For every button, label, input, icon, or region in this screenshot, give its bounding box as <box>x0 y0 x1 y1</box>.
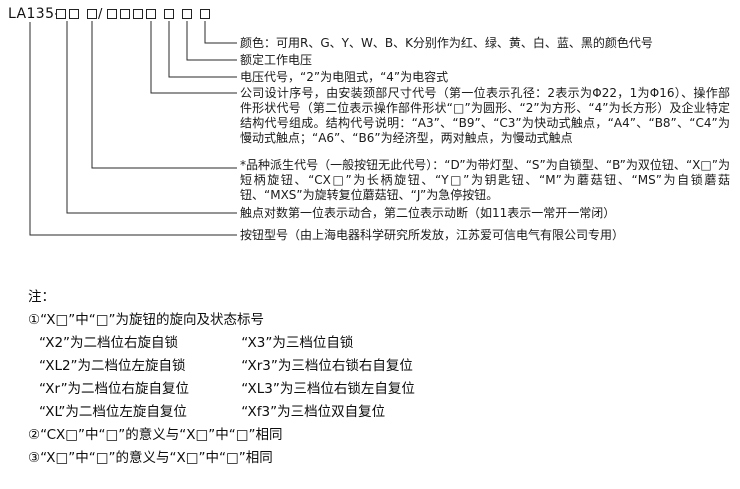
connector-voltage-code <box>168 21 237 78</box>
model-code: LA135- / <box>8 6 228 24</box>
notes-label: 注： <box>28 289 55 305</box>
code-box-design-1 <box>107 9 117 19</box>
code-box-design-2 <box>120 9 130 19</box>
connector-variant-code <box>91 21 237 169</box>
note-entry: “XL3”为三档位右锁左自复位 <box>241 381 415 397</box>
note-2: ②“CX□”中“□”的意义与“X□”中“□”相同 <box>28 427 283 443</box>
explanation-design-serial: 公司设计序号，由安装颈部尺寸代号（第一位表示孔径：2表示为Φ22，1为Φ16）、… <box>240 86 730 145</box>
connector-color-code <box>204 21 237 44</box>
explanation-rated-voltage: 额定工作电压 <box>240 53 313 67</box>
model-prefix: LA135- <box>8 6 60 22</box>
note-1: ①“X□”中“□”为旋钮的旋向及状态标号 <box>28 312 265 328</box>
code-box-variant <box>87 9 97 19</box>
note-entry: “Xf3”为三档位双自复位 <box>241 404 386 420</box>
note-entry: “X2”为二档位右旋自锁 <box>39 335 179 351</box>
note-entry: “XL2”为二档位左旋自锁 <box>39 358 186 374</box>
note-row-4: “XL”为二档位左旋自复位 “Xf3”为三档位双自复位 <box>28 404 415 420</box>
note-entry: “Xr3”为三档位右锁右自复位 <box>241 358 413 374</box>
explanation-contact-pairs: 触点对数第一位表示动合，第二位表示动断（如11表示一常开一常闭） <box>240 206 616 220</box>
code-box-contact-1 <box>56 9 66 19</box>
explanation-color-code: 颜色：可用R、G、Y、W、B、K分别作为红、绿、黄、白、蓝、黑的颜色代号 <box>240 36 653 50</box>
note-row-3: “Xr”为二档位右旋自复位 “XL3”为三档位右锁左自复位 <box>28 381 415 397</box>
explanation-model-name: 按钮型号（由上海电器科学研究所发放，江苏爱可信电气有限公司专用） <box>240 228 625 242</box>
connector-model-name <box>29 22 237 236</box>
notes-section: 注： ①“X□”中“□”为旋钮的旋向及状态标号 “X2”为二档位右旋自锁 “X3… <box>28 289 415 473</box>
note-entry: “Xr”为二档位右旋自复位 <box>39 381 190 397</box>
code-box-color-code <box>200 9 210 19</box>
connector-contact-pairs <box>66 21 237 214</box>
note-row-2: “XL2”为二档位左旋自锁 “Xr3”为三档位右锁右自复位 <box>28 358 415 374</box>
code-box-design-4 <box>146 9 156 19</box>
code-box-design-3 <box>133 9 143 19</box>
code-box-rated-voltage <box>182 9 192 19</box>
note-entry: “XL”为二档位左旋自复位 <box>39 404 187 420</box>
note-entry: “X3”为三档位自锁 <box>241 335 354 351</box>
connector-rated-voltage <box>186 21 237 61</box>
connector-design-serial <box>150 21 237 94</box>
note-row-1: “X2”为二档位右旋自锁 “X3”为三档位自锁 <box>28 335 415 351</box>
explanation-variant-code: *品种派生代号（一般按钮无此代号）：“D”为带灯型、“S”为自锁型、“B”为双位… <box>240 158 730 202</box>
note-3: ③“X□”中“□”的意义与“X□”中“□”相同 <box>28 450 273 466</box>
model-separator: / <box>98 7 103 22</box>
code-box-contact-2 <box>69 9 79 19</box>
code-box-voltage-code <box>164 9 174 19</box>
explanation-voltage-code: 电压代号，“2”为电阻式，“4”为电容式 <box>240 70 449 84</box>
